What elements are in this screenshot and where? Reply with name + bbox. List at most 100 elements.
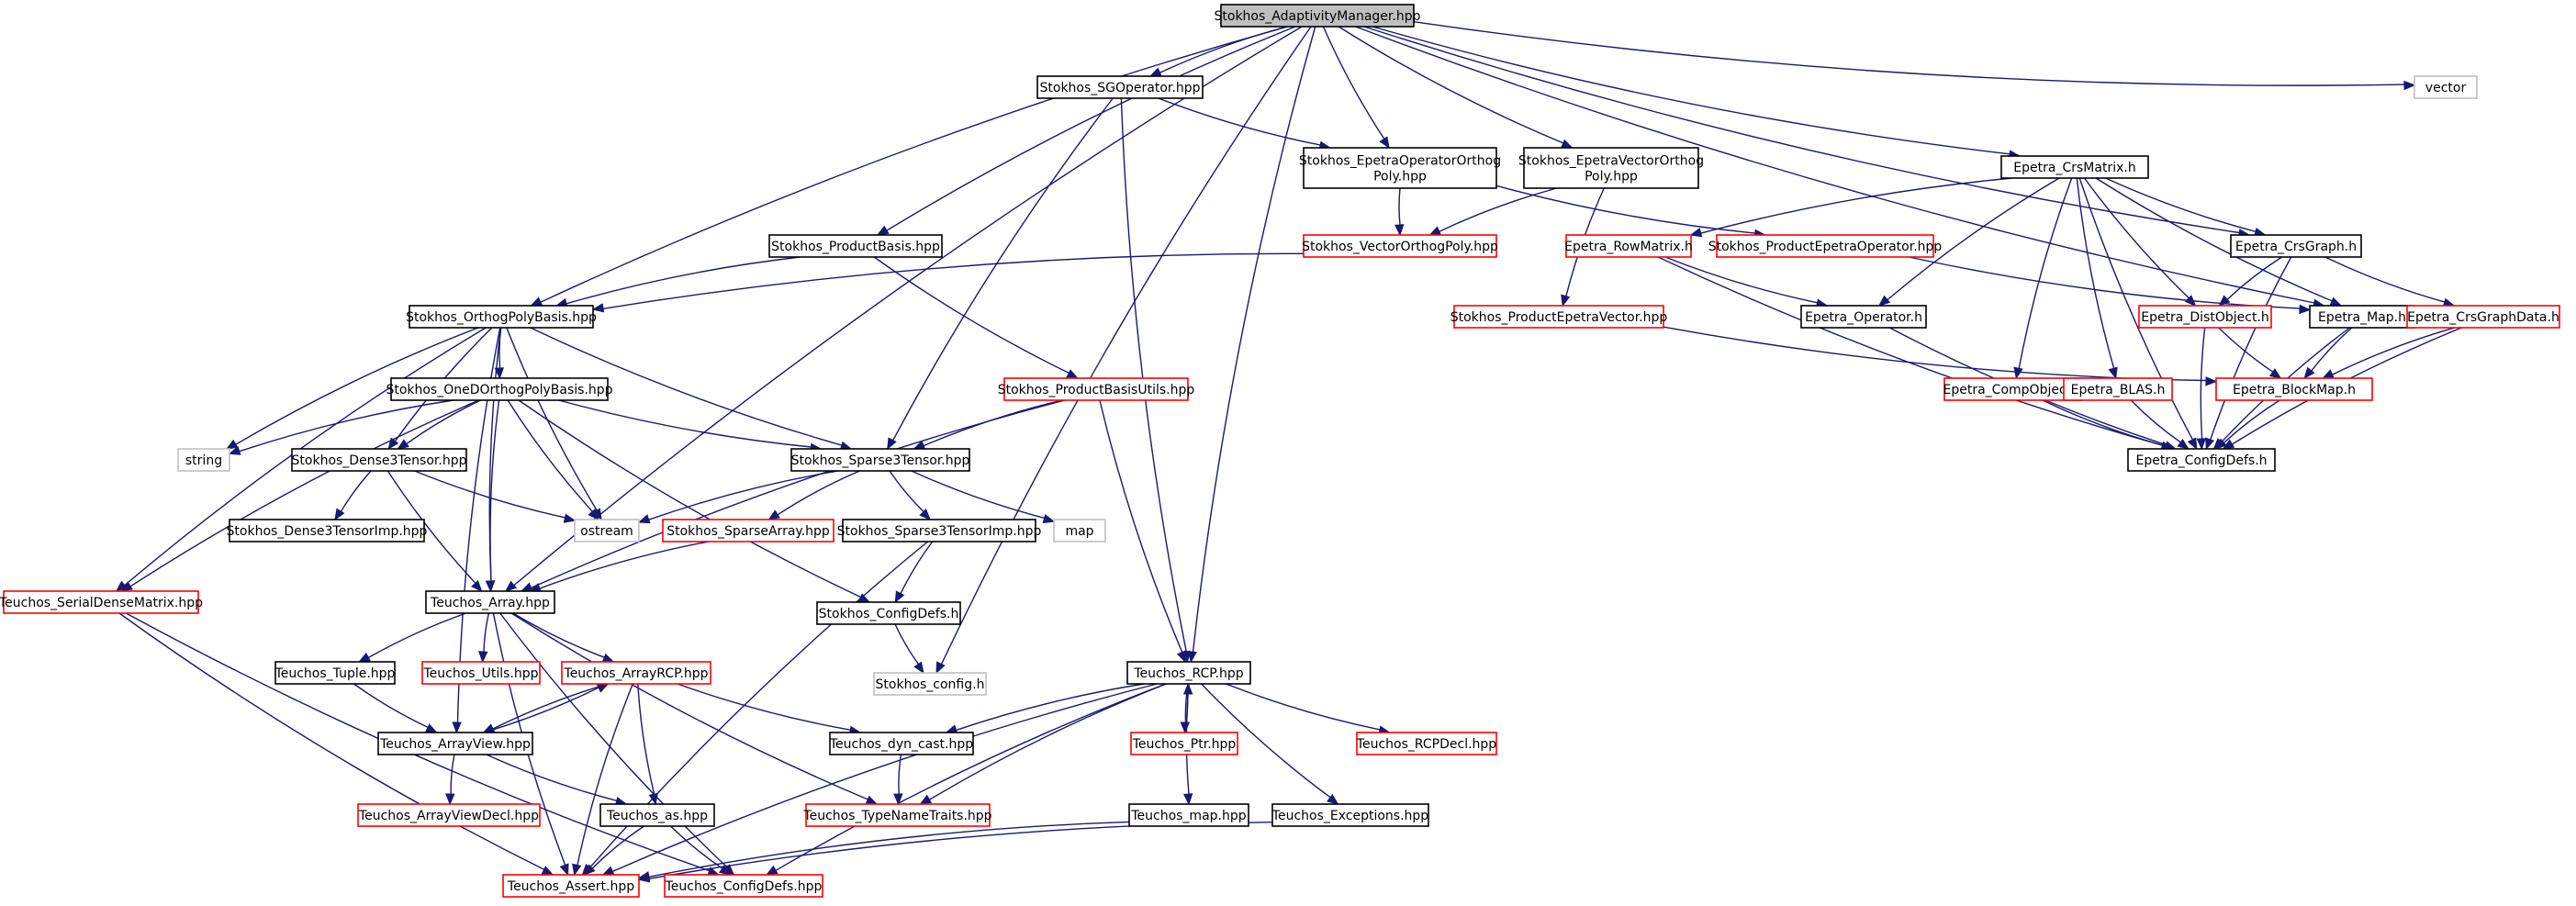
node-sparse3imp[interactable]: Stokhos_Sparse3TensorImp.hpp: [837, 519, 1042, 542]
node-dense3imp[interactable]: Stokhos_Dense3TensorImp.hpp: [227, 519, 428, 542]
edge-line: [406, 399, 481, 444]
edge-sparse3-to-sparsearr: [767, 470, 860, 520]
node-tuple[interactable]: Teuchos_Tuple.hpp: [274, 661, 396, 685]
edge-line: [1201, 683, 1331, 799]
edge-compobj-to-epconfig: [2042, 399, 2174, 451]
edge-line: [492, 683, 609, 730]
node-arrayviewdecl[interactable]: Teuchos_ArrayViewDecl.hpp: [357, 803, 541, 827]
node-utils[interactable]: Teuchos_Utils.hpp: [421, 661, 541, 685]
node-rcp[interactable]: Teuchos_RCP.hpp: [1126, 661, 1251, 685]
edge-oned-to-dense3: [397, 399, 481, 450]
edge-oned-to-serialdense: [120, 399, 479, 592]
node-tas[interactable]: Teuchos_as.hpp: [599, 803, 715, 827]
edge-prodepop-to-map: [1909, 256, 2312, 315]
node-box: [274, 661, 396, 685]
node-tconfig[interactable]: Teuchos_ConfigDefs.hpp: [664, 874, 823, 898]
node-ostream[interactable]: ostream: [574, 519, 640, 542]
edge-arrowhead: [637, 873, 651, 883]
node-operator[interactable]: Epetra_Operator.h: [1800, 305, 1927, 329]
node-oned[interactable]: Stokhos_OneDOrthogPolyBasis.hpp: [386, 377, 613, 401]
node-box: [790, 448, 970, 472]
node-label: Stokhos_Dense3TensorImp.hpp: [227, 524, 428, 539]
node-orthbasis[interactable]: Stokhos_OrthogPolyBasis.hpp: [406, 305, 597, 329]
node-box: [1126, 661, 1251, 685]
node-tarray[interactable]: Teuchos_Array.hpp: [425, 590, 555, 614]
node-box: [1523, 147, 1699, 189]
edge-arrowhead: [1560, 139, 1574, 149]
node-arrayview[interactable]: Teuchos_ArrayView.hpp: [377, 732, 533, 755]
node-mapx[interactable]: map: [1053, 519, 1106, 542]
node-box: [421, 661, 541, 685]
node-dense3[interactable]: Stokhos_Dense3Tensor.hpp: [291, 448, 467, 472]
node-typenametraits[interactable]: Teuchos_TypeNameTraits.hpp: [802, 803, 992, 827]
node-stokcfg[interactable]: Stokhos_config.h: [873, 672, 987, 696]
node-label: Stokhos_ProductEpetraOperator.hpp: [1708, 240, 1943, 254]
node-box: [816, 601, 961, 625]
node-label: Teuchos_Utils.hpp: [423, 666, 539, 681]
node-rowmat[interactable]: Epetra_RowMatrix.h: [1564, 234, 1693, 258]
node-epconfig[interactable]: Epetra_ConfigDefs.h: [2127, 448, 2276, 472]
edge-crsmat-to-epconfig: [2078, 177, 2198, 451]
edge-line: [2223, 399, 2280, 443]
node-ptr[interactable]: Teuchos_Ptr.hpp: [1130, 732, 1238, 755]
edge-arrowhead: [919, 509, 931, 520]
node-sgop[interactable]: Stokhos_SGOperator.hpp: [1036, 75, 1204, 99]
node-label: map: [1065, 524, 1093, 539]
edge-line: [889, 470, 924, 512]
node-string[interactable]: string: [177, 448, 230, 472]
edge-rcp-to-assert: [601, 683, 1158, 876]
node-arrayrcp[interactable]: Teuchos_ArrayRCP.hpp: [561, 661, 711, 685]
node-dyncast[interactable]: Teuchos_dyn_cast.hpp: [829, 732, 974, 755]
node-box: [2138, 305, 2272, 329]
node-root[interactable]: Stokhos_AdaptivityManager.hpp: [1215, 4, 1421, 28]
edge-prodbasisutils-to-rcp: [1099, 399, 1186, 664]
node-prodbasisutils[interactable]: Stokhos_ProductBasisUtils.hpp: [998, 377, 1195, 401]
node-blas[interactable]: Epetra_BLAS.h: [2063, 377, 2173, 401]
node-map[interactable]: Epetra_Map.h: [2309, 305, 2415, 329]
node-sparsearr[interactable]: Stokhos_SparseArray.hpp: [662, 519, 834, 542]
node-vector[interactable]: vector: [2414, 75, 2478, 99]
node-prodepvec[interactable]: Stokhos_ProductEpetraVector.hpp: [1450, 305, 1668, 329]
edge-line: [1664, 256, 1818, 304]
edge-line: [510, 612, 868, 800]
node-tmap[interactable]: Teuchos_map.hpp: [1128, 803, 1249, 827]
node-label: Teuchos_ArrayRCP.hpp: [564, 666, 709, 681]
edge-arrowhead: [2013, 366, 2023, 380]
edge-arrowhead: [1379, 136, 1390, 150]
node-crsgraph[interactable]: Epetra_CrsGraph.h: [2230, 234, 2362, 258]
node-stokconfig[interactable]: Stokhos_ConfigDefs.h: [816, 601, 961, 625]
node-vecorth[interactable]: Stokhos_VectorOrthogPoly.hpp: [1302, 234, 1498, 258]
node-rcpdecl[interactable]: Teuchos_RCPDecl.hpp: [1356, 732, 1497, 755]
edge-line: [2218, 327, 2274, 373]
node-serialdense[interactable]: Teuchos_SerialDenseMatrix.hpp: [0, 590, 203, 614]
node-compobj[interactable]: Epetra_CompObject.h: [1943, 377, 2084, 401]
edge-arrowhead: [115, 580, 128, 592]
node-box: [768, 234, 943, 258]
node-blockmap[interactable]: Epetra_BlockMap.h: [2215, 377, 2373, 401]
node-crsmat[interactable]: Epetra_CrsMatrix.h: [2000, 155, 2149, 179]
node-prodbasis[interactable]: Stokhos_ProductBasis.hpp: [768, 234, 943, 258]
edge-line: [956, 683, 1145, 732]
edge-arrowhead: [893, 793, 903, 806]
node-label: ostream: [580, 524, 633, 539]
node-crsgraphdata[interactable]: Epetra_CrsGraphData.h: [2406, 305, 2560, 329]
node-distobj[interactable]: Epetra_DistObject.h: [2138, 305, 2272, 329]
edge-rowmat-to-operator: [1664, 256, 1829, 308]
edge-tarray-to-tuple: [358, 612, 466, 663]
edge-arrayrcp-to-assert: [572, 683, 633, 877]
node-label: Epetra_CompObject.h: [1943, 383, 2084, 397]
node-sparse3[interactable]: Stokhos_Sparse3Tensor.hpp: [790, 448, 970, 472]
node-label: Epetra_Operator.h: [1805, 310, 1922, 325]
node-label: Epetra_ConfigDefs.h: [2135, 453, 2267, 468]
edge-line: [1338, 26, 1564, 144]
edge-root-to-prodbasis: [876, 26, 1296, 236]
node-label: Stokhos_VectorOrthogPoly.hpp: [1302, 240, 1498, 254]
edge-line: [450, 754, 455, 795]
node-label: Stokhos_ConfigDefs.h: [819, 607, 959, 621]
node-box: [599, 803, 715, 827]
node-prodepop[interactable]: Stokhos_ProductEpetraOperator.hpp: [1708, 234, 1943, 258]
node-exceptions[interactable]: Teuchos_Exceptions.hpp: [1271, 803, 1429, 827]
node-assert[interactable]: Teuchos_Assert.hpp: [502, 874, 640, 898]
